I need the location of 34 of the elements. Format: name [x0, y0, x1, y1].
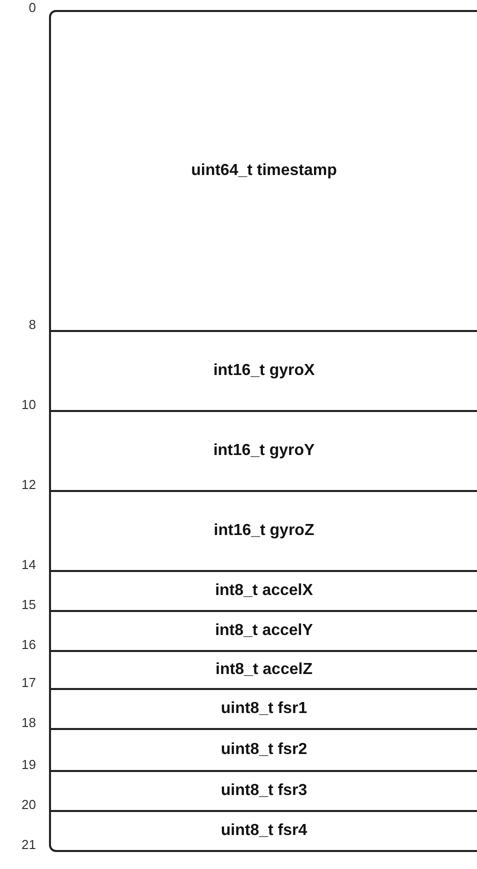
byte-offset: 16: [20, 638, 36, 652]
byte-offset: 17: [20, 676, 36, 690]
field-label: int8_t accelZ: [216, 661, 312, 679]
field-box: [49, 610, 477, 650]
byte-offset: 18: [20, 716, 36, 730]
field-box: [49, 330, 477, 410]
field-label: int16_t gyroZ: [214, 522, 314, 540]
field-box: [49, 410, 477, 490]
byte-offset: 10: [20, 398, 36, 412]
field-box: [49, 770, 477, 810]
byte-offset: 21: [20, 838, 36, 852]
field-label: uint8_t fsr4: [220, 822, 308, 840]
field-box: [49, 728, 477, 770]
field-box: [49, 810, 477, 852]
field-box: [49, 10, 477, 330]
byte-offset: 8: [28, 318, 36, 332]
field-label: int8_t accelX: [215, 582, 313, 600]
field-box: [49, 570, 477, 610]
field-label: int16_t gyroY: [213, 442, 315, 460]
byte-offset: 15: [20, 598, 36, 612]
field-box: [49, 490, 477, 570]
field-box: [49, 688, 477, 728]
byte-offset: 20: [20, 798, 36, 812]
byte-offset: 19: [20, 758, 36, 772]
field-label: uint8_t fsr3: [220, 782, 308, 800]
field-label: uint8_t fsr1: [220, 700, 308, 718]
field-box: [49, 650, 477, 688]
byte-offset: 12: [20, 478, 36, 492]
byte-offset: 0: [28, 1, 36, 15]
field-label: int16_t gyroX: [213, 362, 315, 380]
byte-offset: 14: [20, 558, 36, 572]
field-label: uint8_t fsr2: [220, 741, 308, 759]
field-label: int8_t accelY: [215, 622, 313, 640]
field-label: uint64_t timestamp: [191, 162, 337, 180]
